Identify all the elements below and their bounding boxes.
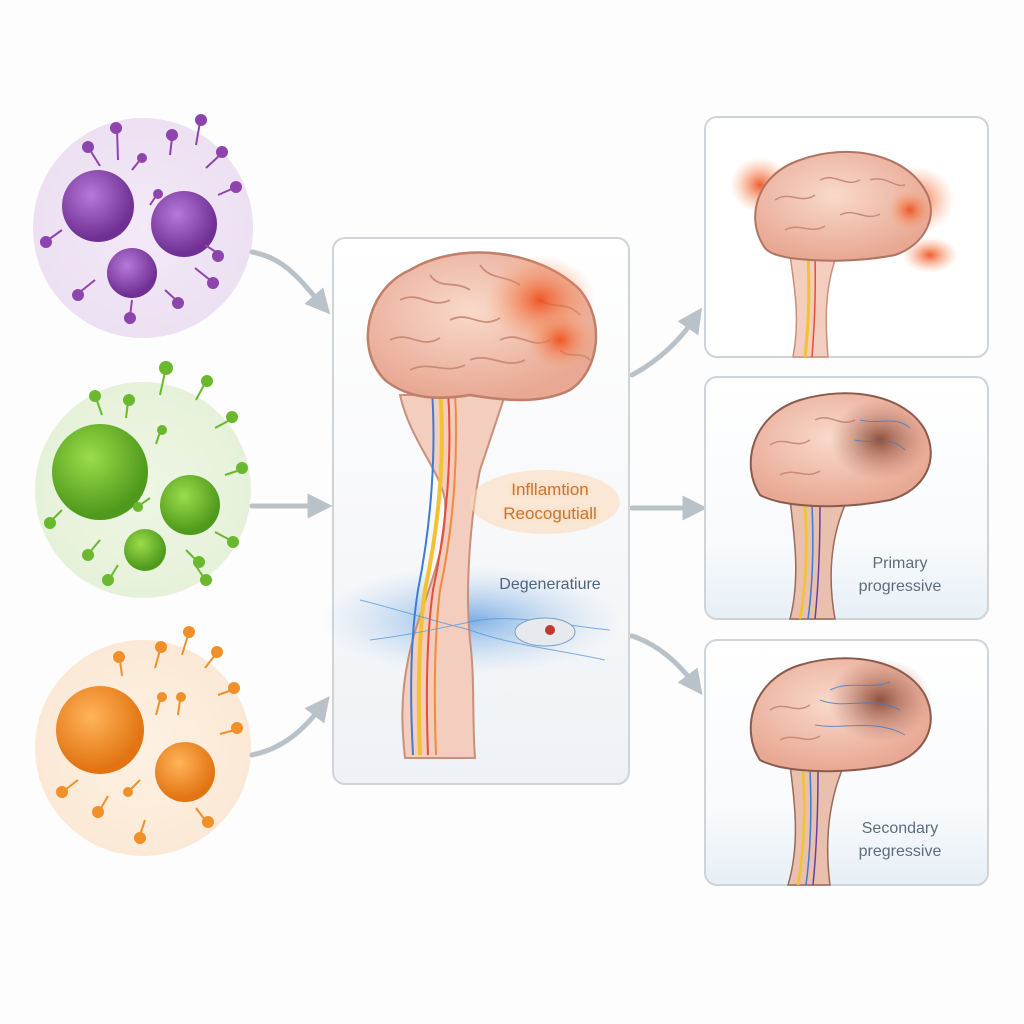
inflammation-label-line2: Reocogutiall bbox=[503, 504, 597, 523]
right-panel-primary bbox=[704, 376, 989, 620]
primary-progressive-label: Primary progressive bbox=[820, 552, 980, 598]
virus-green-icon bbox=[35, 361, 251, 598]
brain-spinal-cord-icon bbox=[359, 251, 611, 759]
right-panel-secondary bbox=[704, 639, 989, 886]
secondary-progressive-label: Secondary pregressive bbox=[820, 817, 980, 863]
primary-label-line1: Primary bbox=[872, 555, 928, 572]
center-panel bbox=[320, 237, 630, 785]
virus-orange-icon bbox=[35, 626, 251, 856]
secondary-label-line2: pregressive bbox=[858, 843, 942, 860]
right-panel-top bbox=[704, 116, 989, 358]
inflammation-label: Infllamtion Reocogutiall bbox=[470, 478, 630, 526]
degenerative-label: Degeneratiure bbox=[499, 576, 601, 593]
inflammation-label-line1: Infllamtion bbox=[511, 480, 589, 499]
arrow-icon bbox=[249, 249, 708, 758]
secondary-label-line1: Secondary bbox=[861, 820, 939, 837]
primary-label-line2: progressive bbox=[858, 578, 942, 595]
virus-purple-icon bbox=[33, 114, 253, 338]
